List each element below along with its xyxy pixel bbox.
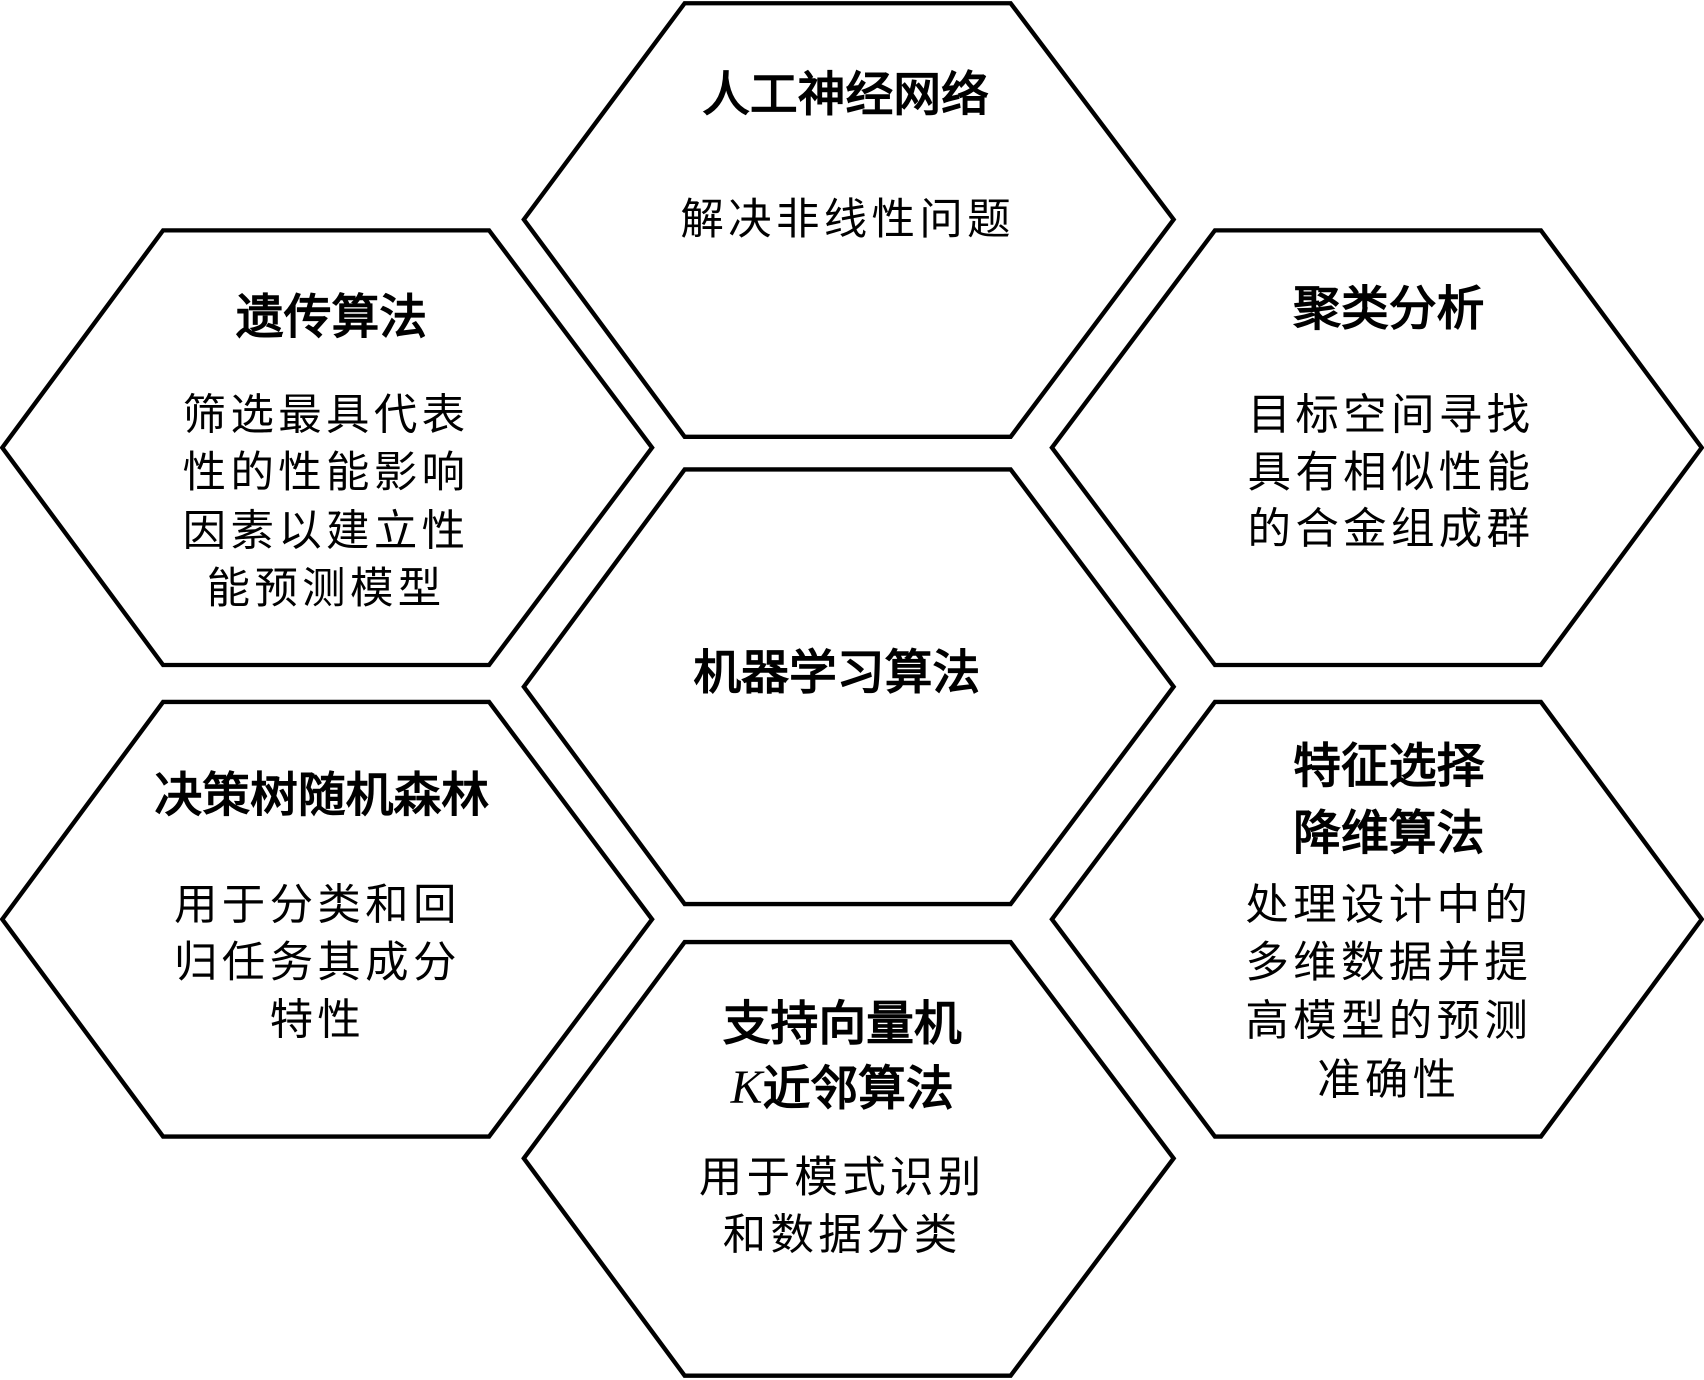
feature-desc-line: 处理设计中的 bbox=[1245, 880, 1532, 930]
cluster-desc-line: 的合金组成群 bbox=[1248, 504, 1535, 554]
feature-desc-line: 准确性 bbox=[1317, 1055, 1460, 1105]
tree-desc-line: 归任务其成分 bbox=[174, 938, 461, 988]
feature-title-line: 特征选择 bbox=[1293, 739, 1485, 794]
hex-cluster: 聚类分析 目标空间寻找 具有相似性能 的合金组成群 bbox=[1049, 228, 1704, 668]
tree-title: 决策树随机森林 bbox=[154, 769, 489, 824]
ga-title: 遗传算法 bbox=[236, 291, 427, 346]
svm-title-line: K近邻算法 bbox=[730, 1061, 954, 1117]
feature-title-line: 降维算法 bbox=[1293, 807, 1484, 862]
hex-feature: 特征选择 降维算法 处理设计中的 多维数据并提 高模型的预测 准确性 bbox=[1049, 699, 1704, 1139]
hex-ga: 遗传算法 筛选最具代表 性的性能影响 因素以建立性 能预测模型 bbox=[0, 228, 655, 668]
knn-label: 近邻算法 bbox=[763, 1062, 954, 1117]
ann-title: 人工神经网络 bbox=[702, 68, 989, 123]
hex-ann: 人工神经网络 解决非线性问题 bbox=[521, 1, 1177, 439]
feature-desc-line: 多维数据并提 bbox=[1245, 938, 1532, 988]
center-title: 机器学习算法 bbox=[693, 646, 980, 701]
svm-desc-line: 用于模式识别 bbox=[699, 1153, 986, 1203]
feature-desc-line: 高模型的预测 bbox=[1245, 997, 1532, 1047]
hex-svm: 支持向量机 K近邻算法 用于模式识别 和数据分类 bbox=[521, 939, 1177, 1378]
hex-tree: 决策树随机森林 用于分类和回 归任务其成分 特性 bbox=[0, 699, 655, 1139]
svm-title-line: 支持向量机 bbox=[723, 997, 962, 1052]
ga-desc-line: 能预测模型 bbox=[207, 564, 446, 614]
hex-center: 机器学习算法 bbox=[521, 467, 1177, 907]
tree-desc-line: 特性 bbox=[270, 996, 366, 1046]
ga-desc-line: 筛选最具代表 bbox=[183, 390, 470, 440]
cluster-desc-line: 目标空间寻找 bbox=[1248, 390, 1535, 440]
cluster-title: 聚类分析 bbox=[1292, 282, 1484, 337]
tree-desc-line: 用于分类和回 bbox=[174, 880, 461, 930]
svm-desc-line: 和数据分类 bbox=[723, 1211, 962, 1261]
k-letter: K bbox=[730, 1061, 765, 1114]
ann-desc: 解决非线性问题 bbox=[680, 195, 1015, 245]
cluster-desc-line: 具有相似性能 bbox=[1248, 448, 1535, 498]
ga-desc-line: 性的性能影响 bbox=[183, 448, 470, 498]
ga-desc-line: 因素以建立性 bbox=[183, 507, 470, 557]
